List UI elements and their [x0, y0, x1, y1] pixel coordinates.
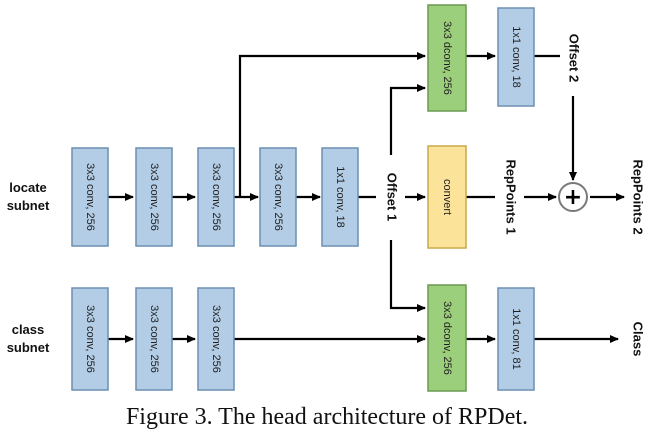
top-dconv-box: 3x3 dconv, 256: [427, 4, 467, 112]
loc-conv4-label: 3x3 conv, 256: [272, 163, 284, 231]
loc-conv3-label: 3x3 conv, 256: [210, 163, 222, 231]
diagram-canvas: locate subnet class subnet: [7, 4, 646, 392]
convert-box: convert: [427, 145, 467, 249]
top-conv-label: 1x1 conv, 18: [510, 26, 522, 88]
reppoints1-label: RepPoints 1: [504, 159, 519, 234]
plus-symbol: +: [564, 185, 582, 210]
loc-conv5-box: 1x1 conv, 18: [321, 147, 359, 247]
class-subnet-label-line2: subnet: [7, 340, 50, 355]
top-dconv-label: 3x3 dconv, 256: [441, 21, 453, 95]
top-conv-box: 1x1 conv, 18: [497, 7, 535, 107]
cls-conv3-box: 3x3 conv, 256: [197, 287, 235, 391]
cls-conv-box: 1x1 conv, 81: [497, 287, 535, 391]
offset1-label: Offset 1: [385, 173, 400, 221]
loc-conv5-label: 1x1 conv, 18: [334, 166, 346, 228]
loc-conv1-label: 3x3 conv, 256: [84, 163, 96, 231]
offset2-label: Offset 2: [567, 34, 582, 82]
reppoints2-label: RepPoints 2: [631, 159, 646, 234]
loc-conv1-box: 3x3 conv, 256: [71, 147, 109, 247]
loc-conv3-box: 3x3 conv, 256: [197, 147, 235, 247]
loc-conv4-box: 3x3 conv, 256: [259, 147, 297, 247]
plus-node: +: [558, 182, 588, 212]
arrow-branch-to-top-dconv: [238, 52, 426, 197]
cls-dconv-label: 3x3 dconv, 256: [441, 301, 453, 375]
loc-conv2-box: 3x3 conv, 256: [135, 147, 173, 247]
cls-conv3-label: 3x3 conv, 256: [210, 305, 222, 373]
connectors: [108, 52, 625, 343]
loc-conv2-label: 3x3 conv, 256: [148, 163, 160, 231]
class-subnet-label-line1: class: [12, 322, 45, 337]
cls-conv2-box: 3x3 conv, 256: [135, 287, 173, 391]
arrow-offset1-to-cls-dconv: [389, 240, 426, 312]
locate-subnet-label-line1: locate: [9, 180, 47, 195]
cls-conv-label: 1x1 conv, 81: [510, 308, 522, 370]
cls-conv1-label: 3x3 conv, 256: [84, 305, 96, 373]
figure-caption: Figure 3. The head architecture of RPDet…: [125, 404, 529, 430]
cls-conv1-box: 3x3 conv, 256: [71, 287, 109, 391]
arrow-offset1-to-top-dconv: [389, 84, 426, 155]
convert-label: convert: [441, 179, 453, 215]
cls-dconv-box: 3x3 dconv, 256: [427, 284, 467, 392]
class-output-label: Class: [631, 322, 646, 357]
cls-conv2-label: 3x3 conv, 256: [148, 305, 160, 373]
locate-subnet-label-line2: subnet: [7, 198, 50, 213]
